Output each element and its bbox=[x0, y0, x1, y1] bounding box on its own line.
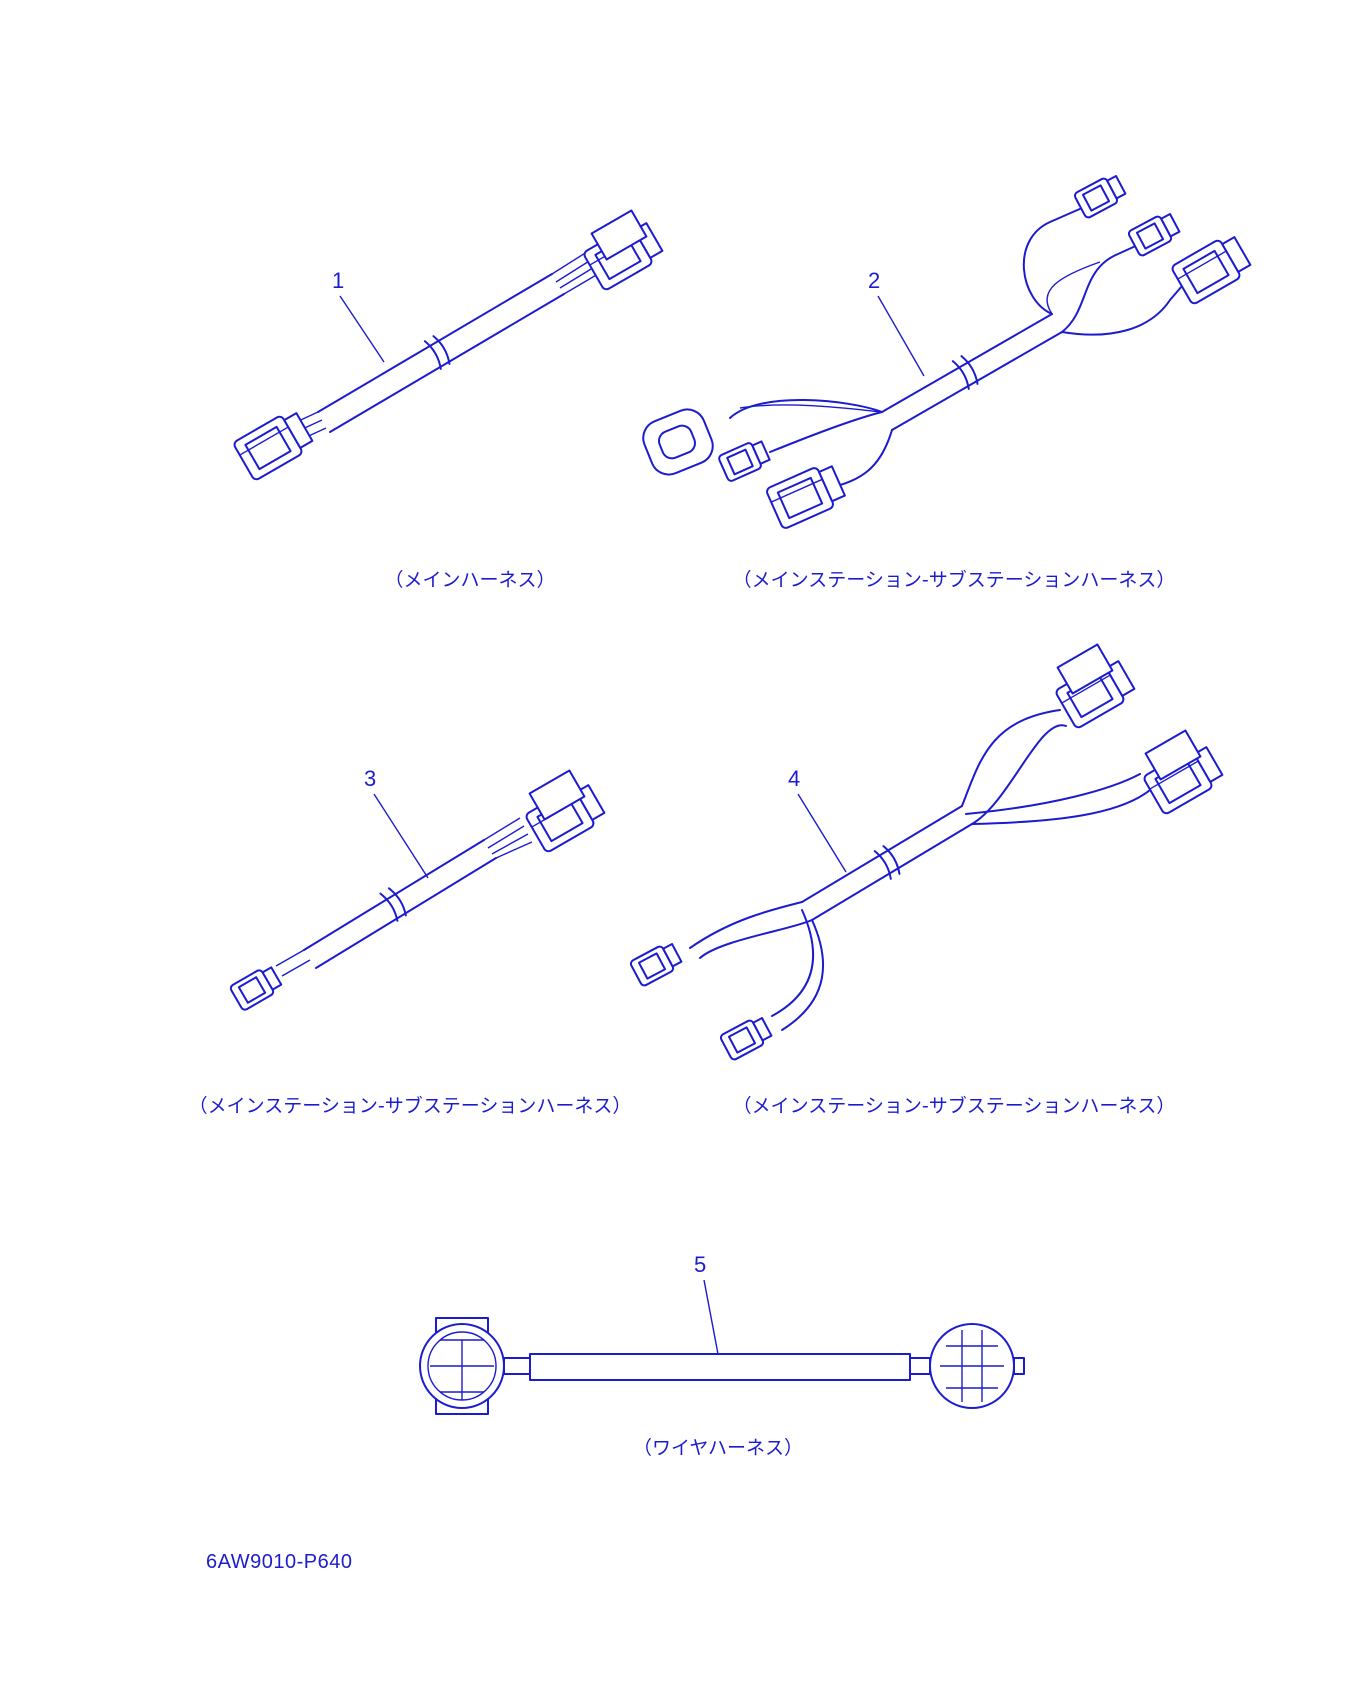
callout-4: 4 bbox=[788, 766, 800, 791]
callout-1: 1 bbox=[332, 268, 344, 293]
leader-4 bbox=[797, 793, 847, 873]
callout-2: 2 bbox=[868, 268, 880, 293]
harness-2 bbox=[642, 171, 1255, 531]
harness-1 bbox=[231, 209, 667, 483]
harness-4 bbox=[628, 643, 1227, 1062]
harness-3 bbox=[228, 769, 609, 1013]
leader-2 bbox=[877, 295, 925, 377]
caption-1: （メインハーネス） bbox=[384, 569, 555, 591]
caption-5: （ワイヤハーネス） bbox=[633, 1437, 803, 1459]
wire-tube-5 bbox=[529, 1353, 911, 1381]
harness-5 bbox=[419, 1317, 1025, 1415]
diagram-part-number: 6AW9010-P640 bbox=[206, 1551, 352, 1573]
caption-3: （メインステーション-サブステーションハーネス） bbox=[189, 1094, 632, 1117]
callout-5: 5 bbox=[694, 1252, 706, 1277]
leader-1 bbox=[339, 295, 385, 363]
caption-4: （メインステーション-サブステーションハーネス） bbox=[733, 1094, 1176, 1117]
callout-3: 3 bbox=[364, 766, 376, 791]
leader-5 bbox=[703, 1279, 719, 1355]
caption-2: （メインステーション-サブステーションハーネス） bbox=[733, 568, 1176, 591]
leader-3 bbox=[373, 793, 429, 879]
